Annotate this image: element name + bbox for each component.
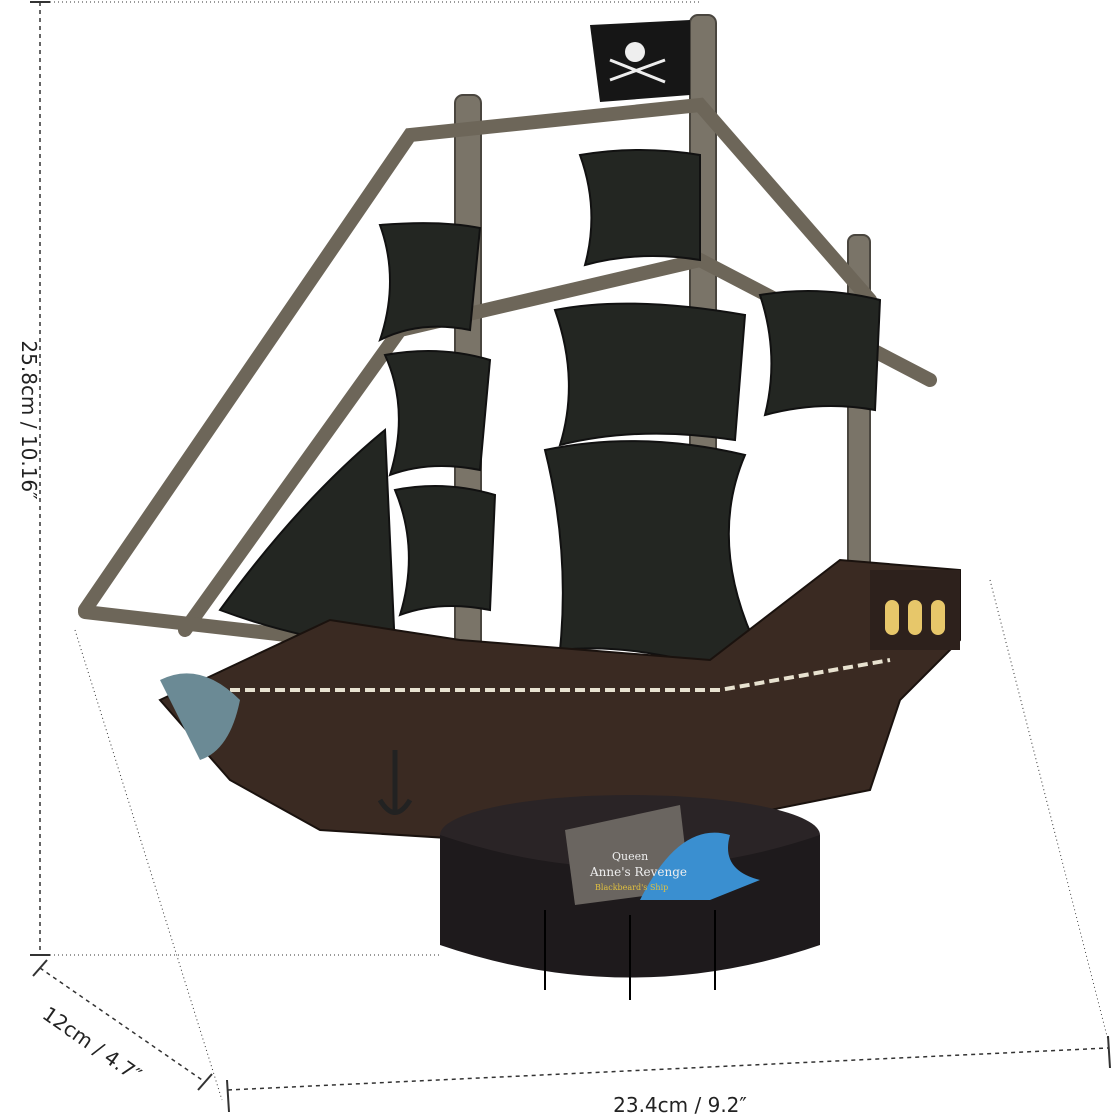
jolly-roger-flag [590, 20, 690, 102]
dimension-guides [30, 1, 1111, 1113]
width-label: 23.4cm / 9.2″ [613, 1093, 747, 1117]
depth-label: 12cm / 4.7″ [38, 1002, 146, 1087]
width-dimension-line [227, 1047, 1109, 1091]
logo-line-2: Anne's Revenge [589, 865, 687, 879]
depth-dimension-line [39, 967, 206, 1083]
queen-annes-revenge-logo: Queen Anne's Revenge Blackbeard's Ship [565, 805, 760, 905]
logo-line-1: Queen [612, 850, 648, 863]
sails [218, 149, 882, 692]
logo-line-3: Blackbeard's Ship [595, 883, 668, 892]
ship-hull [158, 558, 961, 842]
anchor-icon [377, 750, 413, 815]
figurehead [160, 673, 240, 760]
height-label: 25.8cm / 10.16″ [17, 340, 41, 499]
